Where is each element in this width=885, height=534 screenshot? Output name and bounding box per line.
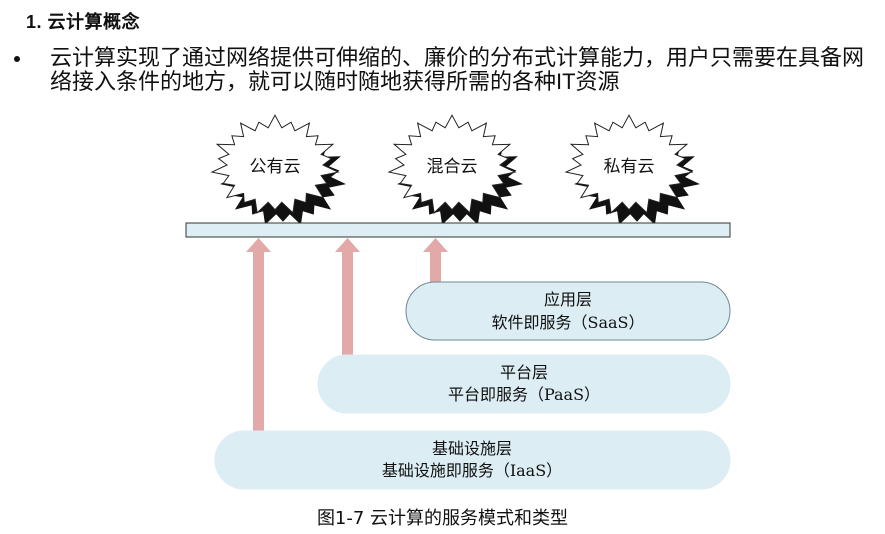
arrow-paas <box>335 238 360 356</box>
layer-saas-title: 应用层 <box>544 290 592 309</box>
bullet-text: 云计算实现了通过网络提供可伸缩的、廉价的分布式计算能力，用户只需要在具备网络接入… <box>50 45 865 94</box>
section-heading: 1. 云计算概念 <box>26 12 141 32</box>
layer-paas-subtitle: 平台即服务（PaaS） <box>448 385 600 404</box>
layer-iaas-subtitle: 基础设施即服务（IaaS） <box>382 461 562 480</box>
layer-paas: 平台层 平台即服务（PaaS） <box>317 354 731 414</box>
arrow-saas <box>423 238 448 282</box>
layer-iaas: 基础设施层 基础设施即服务（IaaS） <box>214 430 731 490</box>
layer-iaas-title: 基础设施层 <box>432 439 512 458</box>
cloud-hybrid-label: 混合云 <box>427 157 478 177</box>
layer-paas-title: 平台层 <box>500 363 548 382</box>
cloud-public: 公有云 <box>210 114 346 225</box>
cloud-hybrid-shape <box>387 114 517 214</box>
cloud-public-label: 公有云 <box>250 157 301 177</box>
cloud-private: 私有云 <box>564 114 700 225</box>
layer-saas: 应用层 软件即服务（SaaS） <box>405 281 731 341</box>
arrow-iaas <box>246 238 271 432</box>
bullet-marker <box>14 56 20 62</box>
cloud-private-label: 私有云 <box>604 157 655 177</box>
layer-saas-subtitle: 软件即服务（SaaS） <box>491 313 644 332</box>
cloud-hybrid: 混合云 <box>387 114 523 225</box>
cloud-public-shape <box>210 114 340 214</box>
network-bar <box>185 222 731 238</box>
figure-caption: 图1-7 云计算的服务模式和类型 <box>316 508 569 529</box>
cloud-private-shape <box>564 114 694 214</box>
